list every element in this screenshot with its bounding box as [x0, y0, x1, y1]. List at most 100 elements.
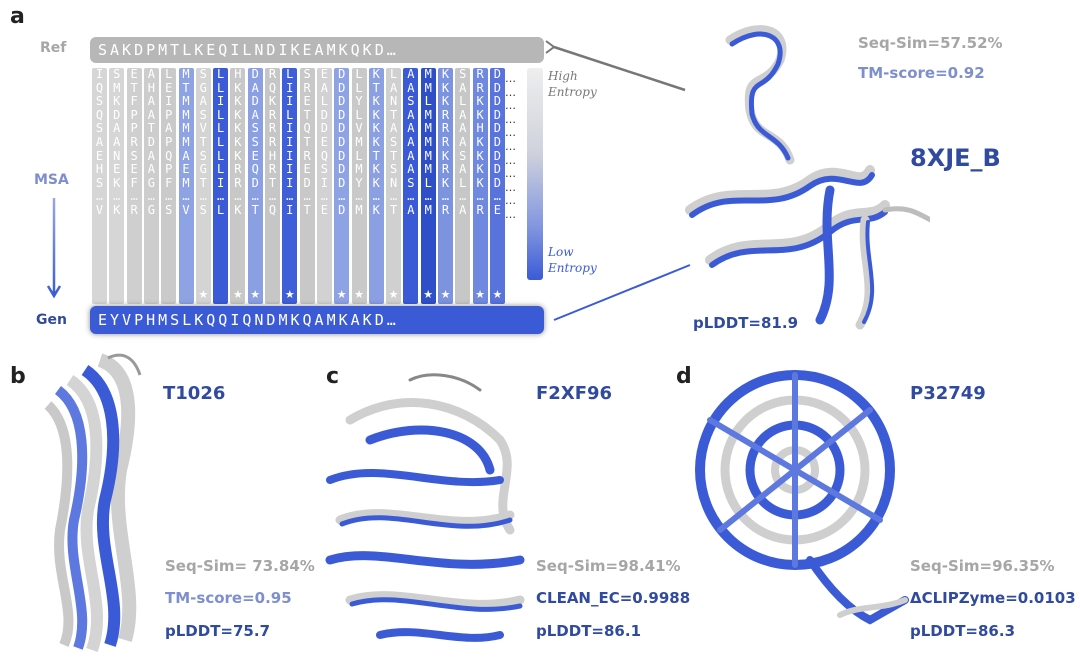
msa-residue: R	[476, 202, 484, 217]
msa-residue: A	[147, 94, 155, 109]
msa-residue: A	[407, 162, 415, 177]
msa-residue: …	[476, 189, 484, 204]
msa-residue: T	[372, 80, 380, 95]
conserved-star: ★	[354, 288, 364, 301]
msa-residue: A	[251, 80, 259, 95]
msa-residue: D	[320, 121, 328, 136]
msa-residue: D	[493, 94, 501, 109]
msa-residue: M	[182, 121, 190, 136]
msa-residue: F	[130, 94, 138, 109]
msa-residue: R	[476, 67, 484, 81]
msa-residue: A	[147, 148, 155, 163]
msa-residue: L	[216, 148, 225, 163]
msa-residue: Q	[165, 148, 173, 163]
msa-residue: S	[95, 94, 104, 109]
msa-residue: H	[234, 67, 242, 81]
msa-residue: …	[303, 189, 311, 204]
msa-residue: D	[338, 80, 346, 95]
msa-residue: Q	[95, 107, 104, 122]
msa-residue: L	[165, 67, 173, 81]
msa-residue: …	[355, 189, 363, 204]
msa-residue: T	[182, 80, 190, 95]
msa-residue: A	[182, 148, 190, 163]
msa-residue: M	[355, 134, 363, 149]
msa-residue: K	[234, 148, 242, 163]
msa-residue: K	[372, 121, 380, 136]
ref-label: Ref	[40, 40, 67, 56]
msa-residue: D	[493, 162, 501, 177]
msa-residue: …	[320, 189, 328, 204]
msa-residue: I	[286, 94, 294, 109]
msa-residue: K	[113, 202, 121, 217]
msa-residue: E	[95, 148, 104, 163]
msa-residue: A	[113, 134, 121, 149]
protein-structure-p32749	[695, 370, 909, 625]
msa-residue: A	[407, 134, 415, 149]
msa-residue: S	[130, 148, 138, 163]
msa-residue: S	[303, 67, 311, 81]
msa-residue: …	[407, 189, 415, 204]
msa-residue: K	[441, 148, 450, 163]
msa-residue: K	[372, 202, 380, 217]
msa-residue: A	[407, 148, 415, 163]
legend-low-entropy: Low Entropy	[548, 244, 597, 276]
msa-residue: E	[303, 162, 311, 177]
panel-c-plddt: pLDDT=86.1	[536, 622, 642, 640]
msa-residue: R	[130, 202, 138, 217]
msa-residue: A	[113, 121, 121, 136]
msa-residue: …	[95, 189, 104, 204]
msa-residue: V	[355, 121, 363, 136]
msa-residue: D	[338, 67, 346, 81]
msa-residue: T	[251, 202, 259, 217]
msa-residue: D	[338, 202, 346, 217]
msa-residue: T	[389, 148, 398, 163]
conserved-star: ★	[250, 288, 261, 301]
msa-residue: …	[113, 189, 121, 204]
msa-residue: M	[424, 162, 432, 177]
msa-residue: L	[355, 80, 363, 95]
msa-residue: S	[165, 202, 173, 217]
gen-label: Gen	[36, 312, 67, 328]
msa-residue: K	[372, 107, 380, 122]
msa-residue: D	[251, 175, 259, 190]
msa-residue: I	[286, 175, 294, 190]
msa-residue: S	[320, 162, 328, 177]
msa-residue: D	[493, 121, 501, 136]
conserved-star: ★	[198, 288, 209, 301]
msa-residue: I	[216, 94, 225, 109]
msa-residue: D	[338, 162, 346, 177]
msa-residue: …	[199, 189, 207, 204]
msa-residue: P	[165, 162, 173, 177]
panel-b-plddt: pLDDT=75.7	[165, 622, 271, 640]
msa-residue: K	[372, 134, 380, 149]
msa-residue: K	[113, 175, 121, 190]
msa-residue: Q	[268, 80, 277, 95]
msa-residue: I	[320, 175, 328, 190]
msa-residue: …	[424, 189, 432, 204]
msa-residue: L	[216, 121, 225, 136]
msa-residue: R	[268, 67, 277, 81]
msa-residue: K	[372, 175, 380, 190]
msa-residue: L	[459, 175, 467, 190]
msa-residue: I	[286, 80, 294, 95]
msa-residue: S	[199, 202, 207, 217]
conserved-star: ★	[284, 288, 295, 301]
msa-residue: Q	[320, 148, 328, 163]
msa-ellipsis-column: ……………………………	[505, 72, 516, 221]
msa-residue: G	[199, 162, 207, 177]
msa-residue: V	[182, 202, 190, 217]
legend-low-line2: Entropy	[548, 261, 597, 275]
msa-residue: D	[338, 175, 346, 190]
msa-residue: L	[216, 107, 225, 122]
msa-residue: I	[286, 148, 294, 163]
msa-residue: L	[216, 134, 225, 149]
panel-a-tm-score: TM-score=0.92	[858, 64, 985, 82]
msa-residue: D	[338, 134, 346, 149]
msa-residue: Q	[251, 162, 259, 177]
